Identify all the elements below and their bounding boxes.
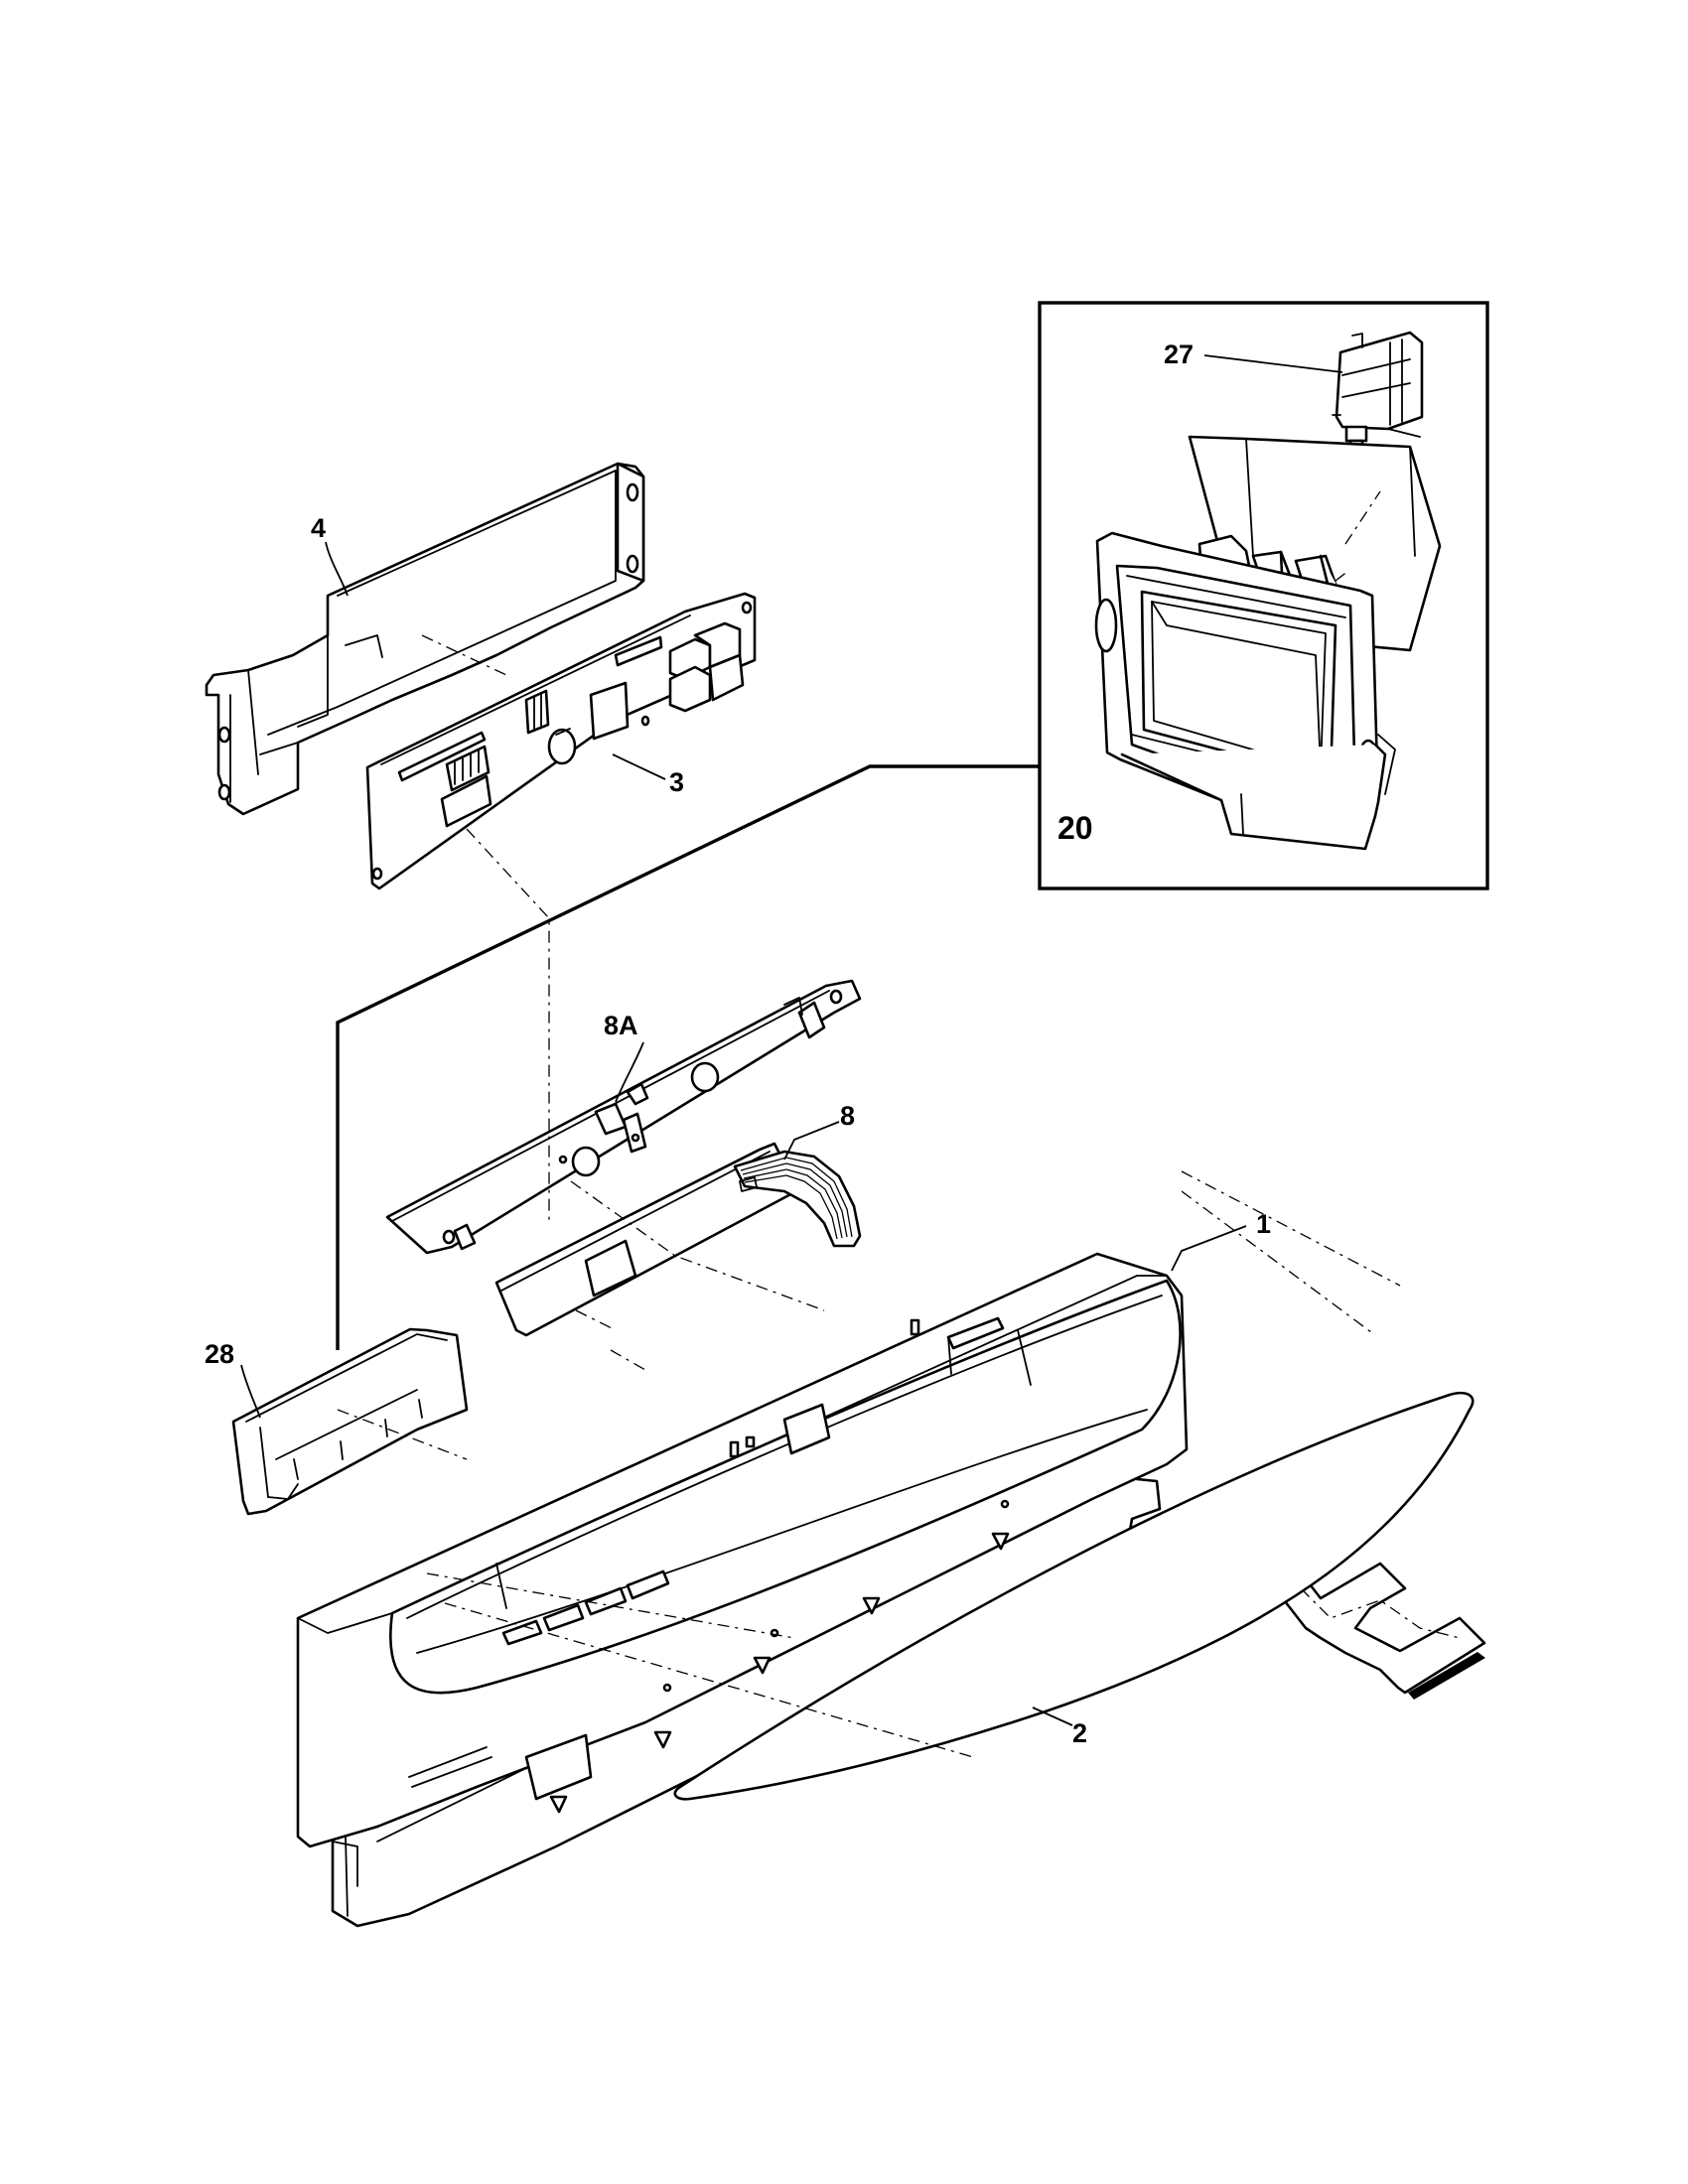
callout-3: 3 [669, 767, 684, 797]
callout-20: 20 [1057, 810, 1093, 846]
inset-box-part-20 [1038, 301, 1489, 890]
leader-lines [240, 354, 1343, 1726]
part-28-end-cap [231, 1327, 469, 1516]
alignment-lines [337, 490, 1401, 1758]
part-20-housing [1094, 435, 1442, 851]
callout-labels: 1 2 3 4 8 8A 20 27 28 [205, 340, 1271, 1748]
part-4-bracket [205, 462, 645, 816]
part-1-console [296, 1252, 1189, 1928]
callout-8: 8 [840, 1101, 855, 1131]
part-2-overlay [673, 1391, 1486, 1801]
callout-4: 4 [311, 513, 326, 543]
callout-8a: 8A [604, 1011, 638, 1040]
part-27-switch [1332, 331, 1424, 453]
callout-2: 2 [1072, 1718, 1087, 1748]
part-8a-panel-strip [385, 979, 862, 1255]
inset-leader-line [336, 764, 1040, 1350]
callout-1: 1 [1256, 1209, 1271, 1239]
part-8-board-with-ribbon [494, 1142, 862, 1337]
part-3-control-board [365, 592, 757, 890]
callout-27: 27 [1164, 340, 1194, 369]
callout-28: 28 [205, 1339, 234, 1369]
